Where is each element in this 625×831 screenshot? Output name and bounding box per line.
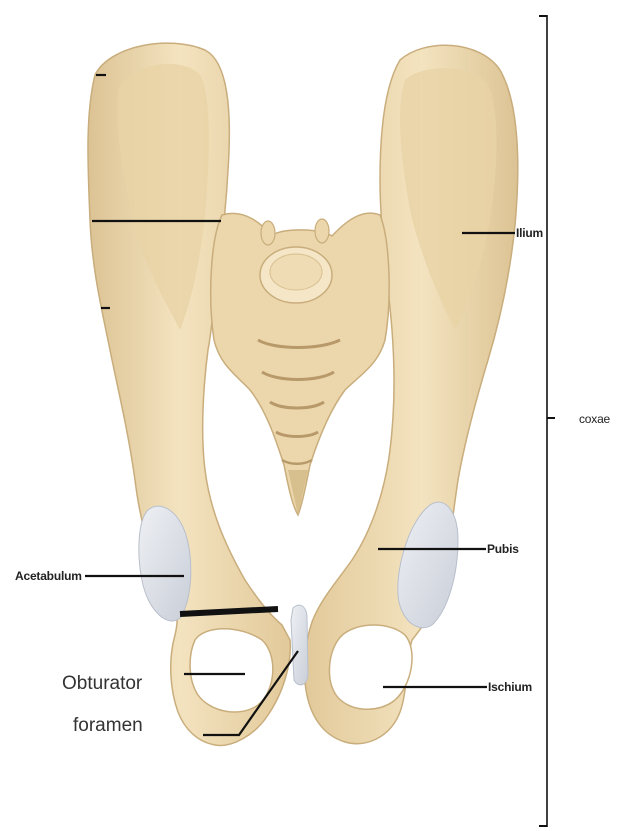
left-articular-process <box>261 221 275 245</box>
label-obturator-line2: foramen <box>73 715 143 736</box>
sacral-promontory-inner <box>270 254 322 290</box>
left-obturator-foramen <box>190 629 273 712</box>
sacrum <box>211 213 389 515</box>
right-articular-process <box>315 219 329 243</box>
label-pubis: Pubis <box>487 542 519 556</box>
label-ilium: Ilium <box>516 226 543 240</box>
coxae-bracket <box>539 15 555 827</box>
label-coxae: coxae <box>579 412 611 426</box>
pubic-symphysis <box>291 605 308 685</box>
label-acetabulum: Acetabulum <box>15 569 82 583</box>
label-ischium: Ischium <box>488 680 532 694</box>
label-obturator-line1: Obturator <box>62 673 143 694</box>
